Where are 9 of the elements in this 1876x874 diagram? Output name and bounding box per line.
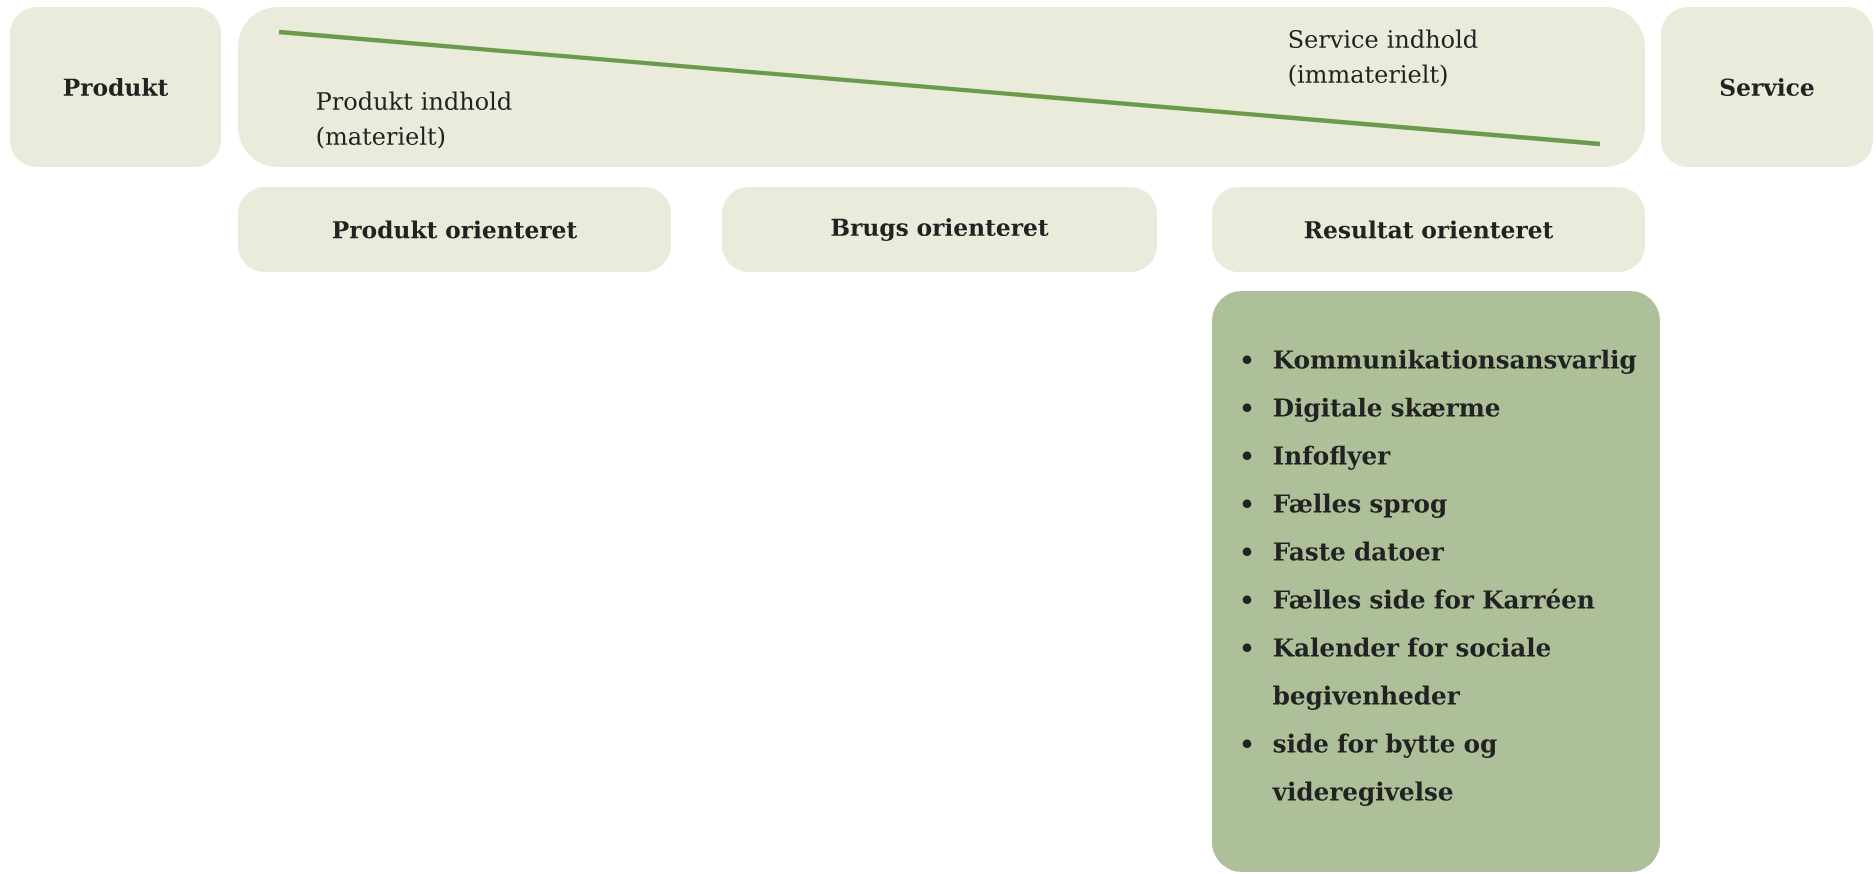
category-box: Produkt	[10, 7, 221, 167]
category-box: Service	[1661, 7, 1873, 167]
band-text: Service indhold (immaterielt)	[1289, 29, 1478, 87]
category-box: Produkt orienteret	[238, 187, 671, 272]
category-box: Resultat orienteret	[1212, 187, 1645, 272]
category-box: Brugs orienteret	[722, 187, 1157, 272]
bullet-list-box: Kommunikationsansvarlig Digitale skærme Infoflyer Fælles sprog Faste datoer Fælles side for Karréen Kalender for sociale begivenheder side for bytte og videregivelse	[1212, 291, 1660, 872]
spectrum-band	[238, 7, 1645, 167]
band-text: Produkt indhold (materielt)	[317, 91, 512, 149]
